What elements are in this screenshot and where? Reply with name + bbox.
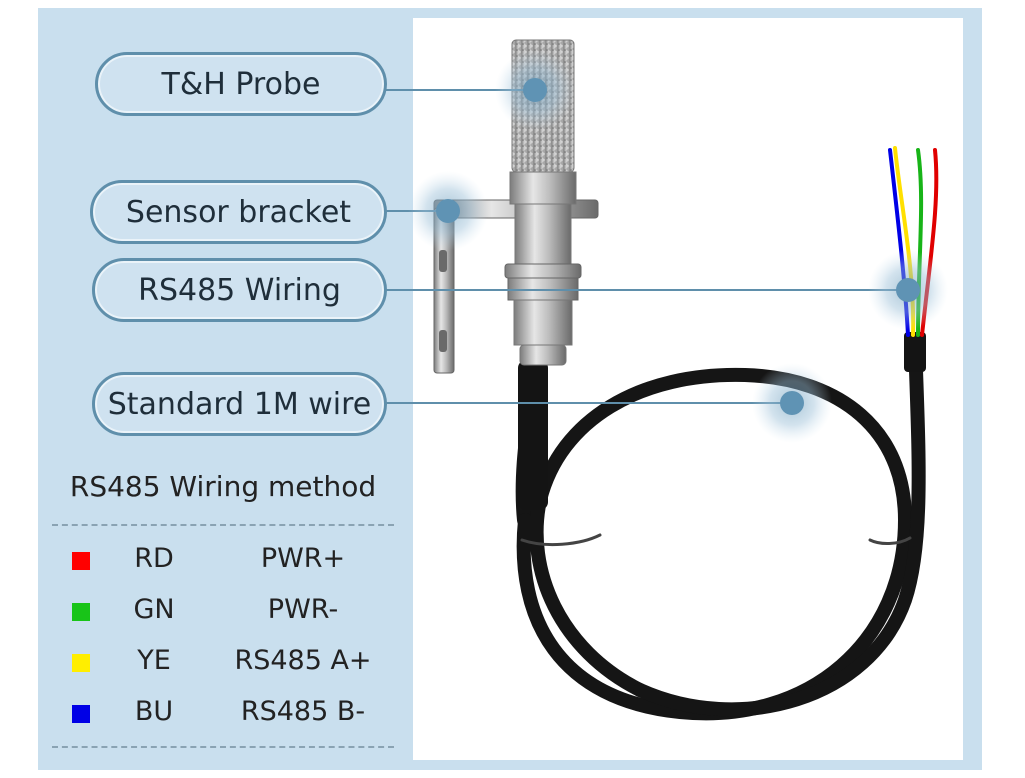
legend-row-blue: BU RS485 B- [68, 694, 398, 734]
legend-row-red: RD PWR+ [68, 541, 398, 581]
marker-bracket [408, 171, 488, 251]
legend-function: PWR+ [260, 543, 346, 574]
blue-swatch-icon [72, 705, 90, 723]
callout-probe-label: T&H Probe [161, 66, 321, 102]
callout-bracket: Sensor bracket [90, 180, 387, 244]
red-swatch-icon [72, 552, 90, 570]
legend-code: YE [137, 645, 171, 676]
legend-code: RD [134, 543, 174, 574]
wiring-method-title: RS485 Wiring method [69, 470, 377, 503]
green-swatch-icon [72, 603, 90, 621]
callout-wiring: RS485 Wiring [92, 258, 387, 322]
legend-function: RS485 B- [240, 696, 366, 727]
legend-code: BU [134, 696, 174, 727]
legend-code: GN [133, 594, 175, 625]
legend-row-yellow: YE RS485 A+ [68, 643, 398, 683]
callout-wire-label: Standard 1M wire [107, 386, 372, 422]
legend-row-green: GN PWR- [68, 592, 398, 632]
legend-function: RS485 A+ [234, 645, 372, 676]
legend-divider-bottom [52, 746, 394, 748]
marker-wiring [868, 250, 948, 330]
legend-divider-top [52, 524, 394, 526]
callout-probe: T&H Probe [95, 52, 387, 116]
marker-probe [495, 50, 575, 130]
cable [515, 333, 926, 721]
legend-function: PWR- [267, 594, 339, 625]
callout-wiring-label: RS485 Wiring [138, 272, 341, 308]
marker-wire [752, 363, 832, 443]
callout-wire: Standard 1M wire [92, 372, 387, 436]
yellow-swatch-icon [72, 654, 90, 672]
callout-bracket-label: Sensor bracket [125, 194, 352, 230]
